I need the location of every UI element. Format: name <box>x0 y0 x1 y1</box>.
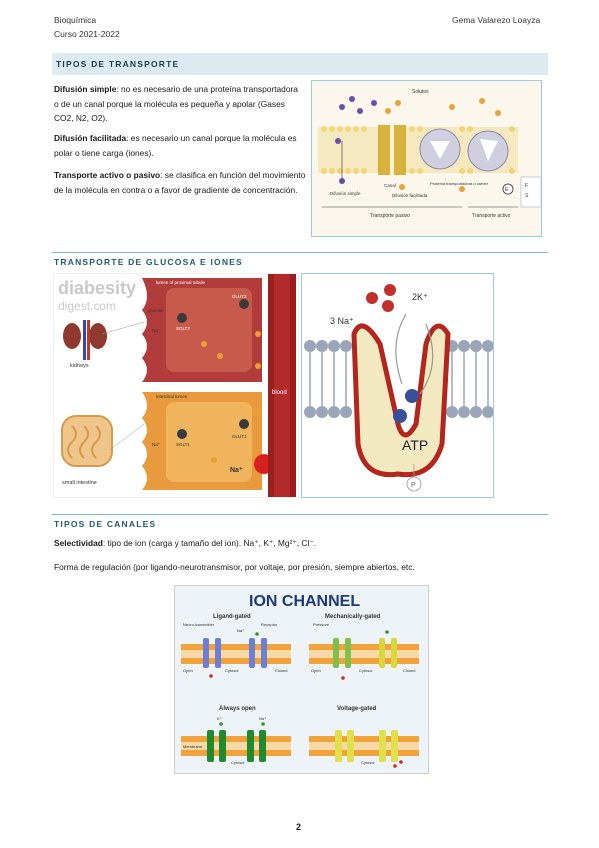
open-label-2: Open <box>311 668 321 673</box>
glut1-label: GLUT1 <box>232 434 247 439</box>
text: : se clasifica en función del movimiento… <box>54 170 306 195</box>
phosphate-label: P <box>411 482 416 489</box>
selectivity-text: Selectividad: tipo de ion (carga y tamañ… <box>54 536 544 551</box>
paragraph-difusion-facilitada: Difusión facilitada: es necesario un can… <box>54 131 304 160</box>
e-label: E <box>505 187 509 193</box>
blood-label: blood <box>272 390 287 396</box>
na-label-1: Na⁺ <box>152 328 161 333</box>
section-title-glucosa-iones: TRANSPORTE DE GLUCOSA E IONES <box>54 257 243 267</box>
na-ions-label: 3 Na⁺ <box>330 316 354 326</box>
paragraph-transporte-activo-pasivo: Transporte activo o pasivo: se clasifica… <box>54 168 306 197</box>
canal-label: Canal <box>384 183 396 188</box>
cytosol-label-1: Cytosol <box>225 668 238 673</box>
text: : es necesario un canal porque la molécu… <box>54 133 297 158</box>
legend-f: F <box>525 183 528 189</box>
section-divider <box>52 514 548 515</box>
small-intestine-label: small intestine <box>62 480 97 486</box>
glucose-transport-figure: diabesity digest.com kidneys small intes… <box>53 273 299 498</box>
k-ions-label: 2K⁺ <box>412 292 428 302</box>
kidneys-label: kidneys <box>70 363 89 369</box>
open-label-1: Open <box>183 668 193 673</box>
text: : no es necesario de una proteína transp… <box>54 84 298 123</box>
k-label-always: K⁺ <box>217 716 222 721</box>
subject-label: Bioquímica <box>54 15 97 25</box>
section-title-tipos-canales: TIPOS DE CANALES <box>54 519 157 529</box>
kidneys-icon <box>63 320 107 360</box>
mechanically-gated-label: Mechanically-gated <box>325 614 381 620</box>
pressure-label: Pressure <box>313 622 330 627</box>
closed-label-2: Closed <box>403 668 415 673</box>
cytosol-label-4: Cytosol <box>361 760 374 765</box>
neurotransmitter-label: Neuro-transmitter <box>183 622 215 627</box>
term: Difusión simple <box>54 84 117 94</box>
cytosol-label-3: Cytosol <box>231 760 244 765</box>
difusion-simple-label: Difusión simple <box>330 191 361 196</box>
lumen-proximal-label: lumen of proximal tubule <box>156 280 206 285</box>
term: Selectividad <box>54 538 103 548</box>
term: Difusión facilitada <box>54 133 127 143</box>
page-number: 2 <box>296 822 302 832</box>
atp-label: ATP <box>402 437 428 453</box>
na-label-ligand: Na⁺ <box>237 628 244 633</box>
voltage-gated-label: Voltage-gated <box>337 706 377 712</box>
transporte-activo-label: Transporte activo <box>472 213 511 219</box>
legend-s: S <box>525 193 529 199</box>
solutos-text: Solutos <box>412 89 429 95</box>
receptor-label: Receptor <box>261 622 278 627</box>
membrane-label: Membrane <box>183 744 203 749</box>
sodium-potassium-pump-figure: 3 Na⁺ 2K⁺ ATP P <box>301 273 494 498</box>
proteins-label: Proteína transportadora o carrier <box>430 181 489 186</box>
section-title-tipos-transporte: TIPOS DE TRANSPORTE <box>52 53 548 75</box>
transporte-pasivo-label: Transporte pasivo <box>370 213 410 219</box>
ligand-gated-label: Ligand-gated <box>213 614 251 620</box>
paragraph-difusion-simple: Difusión simple: no es necesario de una … <box>54 82 304 126</box>
na-label-3: Na⁺ <box>230 467 243 474</box>
always-open-label: Always open <box>219 706 256 712</box>
diabesity-logo-text: diabesity <box>58 278 136 298</box>
section-divider <box>52 252 548 253</box>
digest-logo-text: digest.com <box>58 299 116 313</box>
regulation-text: Forma de regulación (por ligando-neurotr… <box>54 562 415 572</box>
text: : tipo de ion (carga y tamaño del ion). … <box>102 538 317 548</box>
ion-channel-figure: ION CHANNEL Ligand-gated Mechanically-ga… <box>174 585 429 774</box>
sglt1-label: SGLT1 <box>176 442 190 447</box>
sglt2-label: SGLT2 <box>176 326 190 331</box>
closed-label-1: Closed <box>275 668 287 673</box>
author-label: Gema Valarezo Loayza <box>452 15 541 25</box>
ion-channel-title: ION CHANNEL <box>249 593 360 610</box>
cytosol-label-2: Cytosol <box>359 668 372 673</box>
na-label-2: Na⁺ <box>152 442 161 447</box>
intestinal-lumen-label: intestinal lumen <box>156 394 188 399</box>
intestine-icon <box>61 415 113 467</box>
difusion-facilitada-label: Difusión facilitada <box>392 193 428 198</box>
glut2-label: GLUT2 <box>232 294 247 299</box>
na-label-always: Na⁺ <box>259 716 266 721</box>
transport-types-figure: Solutos E Difusión simple Canal Difusión… <box>311 80 542 237</box>
course-label: Curso 2021-2022 <box>54 29 120 39</box>
term: Transporte activo o pasivo <box>54 170 161 180</box>
glucose-label: glucose <box>148 308 164 313</box>
